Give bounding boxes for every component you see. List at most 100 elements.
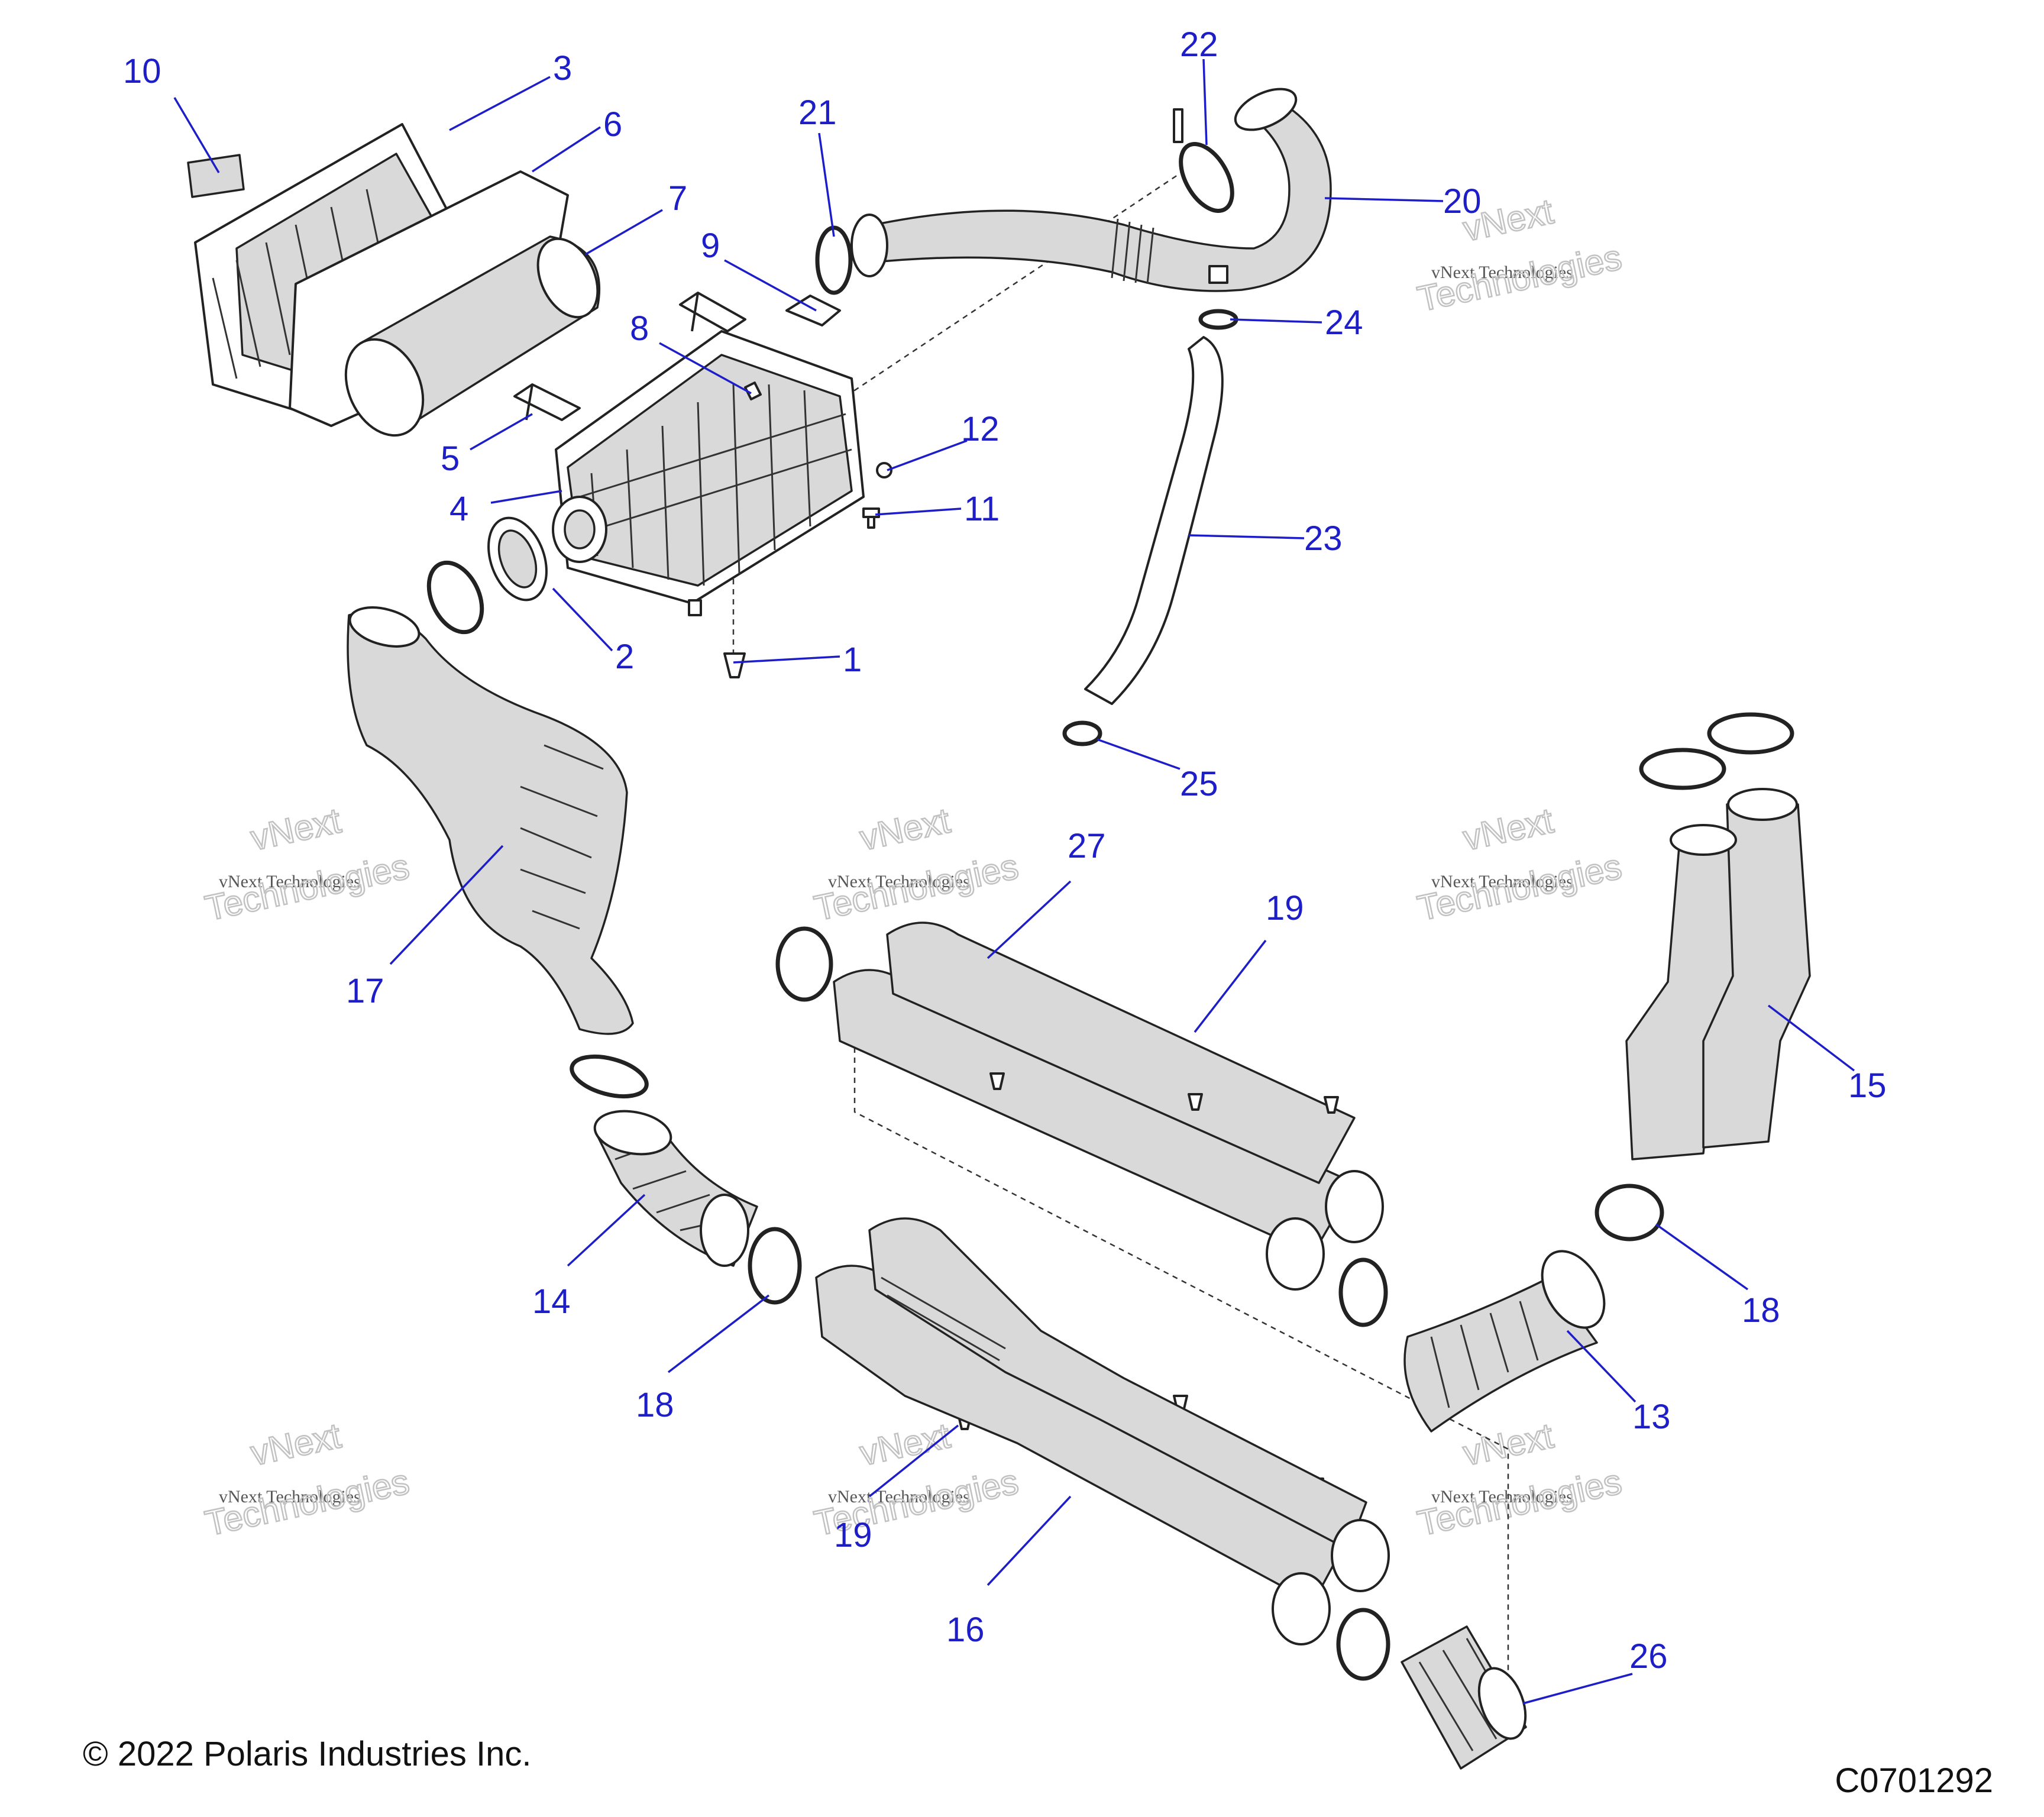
- bellows-part-14: [570, 1054, 758, 1267]
- leader-21: [818, 132, 835, 237]
- diagram-code: C0701292: [1835, 1761, 1993, 1800]
- callout-19a: 19: [1266, 889, 1304, 927]
- watermark-text: vNext Technologies: [1431, 263, 1573, 282]
- callout-13: 13: [1632, 1398, 1671, 1436]
- callout-27: 27: [1068, 827, 1106, 865]
- watermark-outline-text: vNext: [247, 800, 344, 858]
- leader-9: [724, 259, 817, 312]
- callout-12: 12: [961, 410, 1000, 448]
- leader-5: [470, 413, 533, 451]
- fastener-part-19a: [1188, 1093, 1203, 1111]
- coupler-part-26: [1336, 1608, 1527, 1770]
- leader-22: [1202, 59, 1208, 146]
- air-filter-part-7: [344, 235, 601, 437]
- clamp-part-18a: [748, 1227, 802, 1305]
- callout-22: 22: [1180, 25, 1218, 64]
- watermark-8: vNext vNext Technologies Technologies: [1414, 1415, 1626, 1544]
- leader-20: [1324, 197, 1444, 202]
- clamp-part-14: [570, 1054, 649, 1099]
- leader-23: [1188, 534, 1305, 539]
- callout-18a: 18: [636, 1386, 674, 1424]
- bracket-part-9a: [679, 292, 746, 332]
- fitting-part-20b: [1208, 265, 1228, 284]
- leader-4: [490, 490, 562, 504]
- y-duct-part-15: [1625, 712, 1811, 1160]
- callout-5: 5: [441, 439, 460, 478]
- duct-part-27: [775, 922, 1384, 1291]
- callout-4: 4: [449, 490, 468, 528]
- callout-11: 11: [964, 490, 1000, 528]
- bracket-part-9b: [785, 295, 841, 326]
- leader-lines: [173, 59, 1855, 1705]
- leader-13: [1566, 1330, 1637, 1403]
- bracket-part-5: [513, 383, 581, 421]
- nut-part-12: [876, 462, 892, 479]
- watermark-text: vNext Technologies: [1431, 1487, 1573, 1506]
- bellows-part-13: [1338, 1250, 1606, 1433]
- dash-line-intake-to-box: [845, 170, 1183, 397]
- callout-17: 17: [346, 972, 384, 1010]
- clamp-part-22: [1173, 108, 1234, 213]
- callout-8: 8: [630, 309, 649, 348]
- callout-2: 2: [615, 638, 634, 676]
- leader-26: [1522, 1673, 1633, 1705]
- watermark-text: vNext Technologies: [219, 872, 361, 891]
- leader-7: [585, 209, 663, 256]
- leader-6: [532, 126, 601, 173]
- watermark-text: vNext Technologies: [1431, 872, 1573, 891]
- push-rivet-part-1: [723, 652, 746, 678]
- watermark-outline-text: Technologies: [1414, 846, 1625, 928]
- leader-12: [887, 439, 968, 471]
- watermark-5: vNext vNext Technologies Technologies: [1414, 800, 1626, 929]
- watermark-outline-text: Technologies: [202, 846, 413, 928]
- watermark-outline-text: Technologies: [1414, 1462, 1625, 1543]
- callout-23: 23: [1304, 519, 1343, 558]
- clamp-part-27: [775, 926, 833, 1002]
- clamp-part-15a: [1639, 748, 1726, 790]
- clamp-part-13: [1338, 1257, 1388, 1327]
- duct-part-16: [815, 1217, 1390, 1645]
- callout-26: 26: [1629, 1637, 1668, 1676]
- leader-27: [987, 880, 1072, 959]
- assembly-dashed-lines: [732, 170, 1509, 1703]
- callout-10: 10: [123, 52, 161, 90]
- callout-labels: 1 2 3 4 5 6 7 8 9 10 11 12 13 14 15 16 1…: [123, 25, 1887, 1676]
- leader-11: [875, 507, 962, 516]
- leader-18b: [1655, 1223, 1749, 1291]
- watermark-outline-text: vNext: [856, 1415, 953, 1473]
- leader-17: [389, 845, 504, 965]
- leader-19b: [868, 1424, 959, 1498]
- watermark-text: vNext Technologies: [828, 1487, 970, 1506]
- watermark-outline-text: Technologies: [1414, 237, 1625, 319]
- callout-16: 16: [946, 1611, 985, 1649]
- callout-25: 25: [1180, 765, 1218, 803]
- callout-9: 9: [701, 227, 720, 265]
- clamp-part-21: [815, 225, 853, 295]
- clamp-part-18b: [1595, 1184, 1664, 1241]
- clamp-part-26: [1336, 1608, 1390, 1681]
- leader-8: [659, 342, 752, 395]
- leader-15: [1767, 1004, 1855, 1072]
- leader-25: [1097, 738, 1181, 770]
- watermark-outline-text: vNext: [247, 1415, 344, 1473]
- callout-21: 21: [798, 93, 837, 132]
- dash-line-duct-26: [853, 1017, 1509, 1703]
- callout-19b: 19: [834, 1516, 872, 1554]
- intake-duct-part-17: [347, 606, 634, 1035]
- watermark-outline-text: vNext: [856, 800, 953, 858]
- clamp-part-15b: [1707, 712, 1794, 755]
- fastener-part-8: [744, 381, 762, 400]
- callout-7: 7: [668, 179, 687, 218]
- watermark-text: vNext Technologies: [219, 1487, 361, 1506]
- callout-6: 6: [603, 105, 622, 144]
- clamp-part-25: [1062, 720, 1102, 746]
- leader-18a: [667, 1294, 770, 1373]
- callout-24: 24: [1325, 303, 1363, 342]
- watermark-outline-text: Technologies: [202, 1462, 413, 1543]
- bolt-part-11: [862, 507, 880, 529]
- callout-15: 15: [1848, 1066, 1887, 1105]
- callout-1: 1: [843, 641, 862, 679]
- callout-18b: 18: [1742, 1291, 1780, 1330]
- leader-14: [567, 1194, 646, 1267]
